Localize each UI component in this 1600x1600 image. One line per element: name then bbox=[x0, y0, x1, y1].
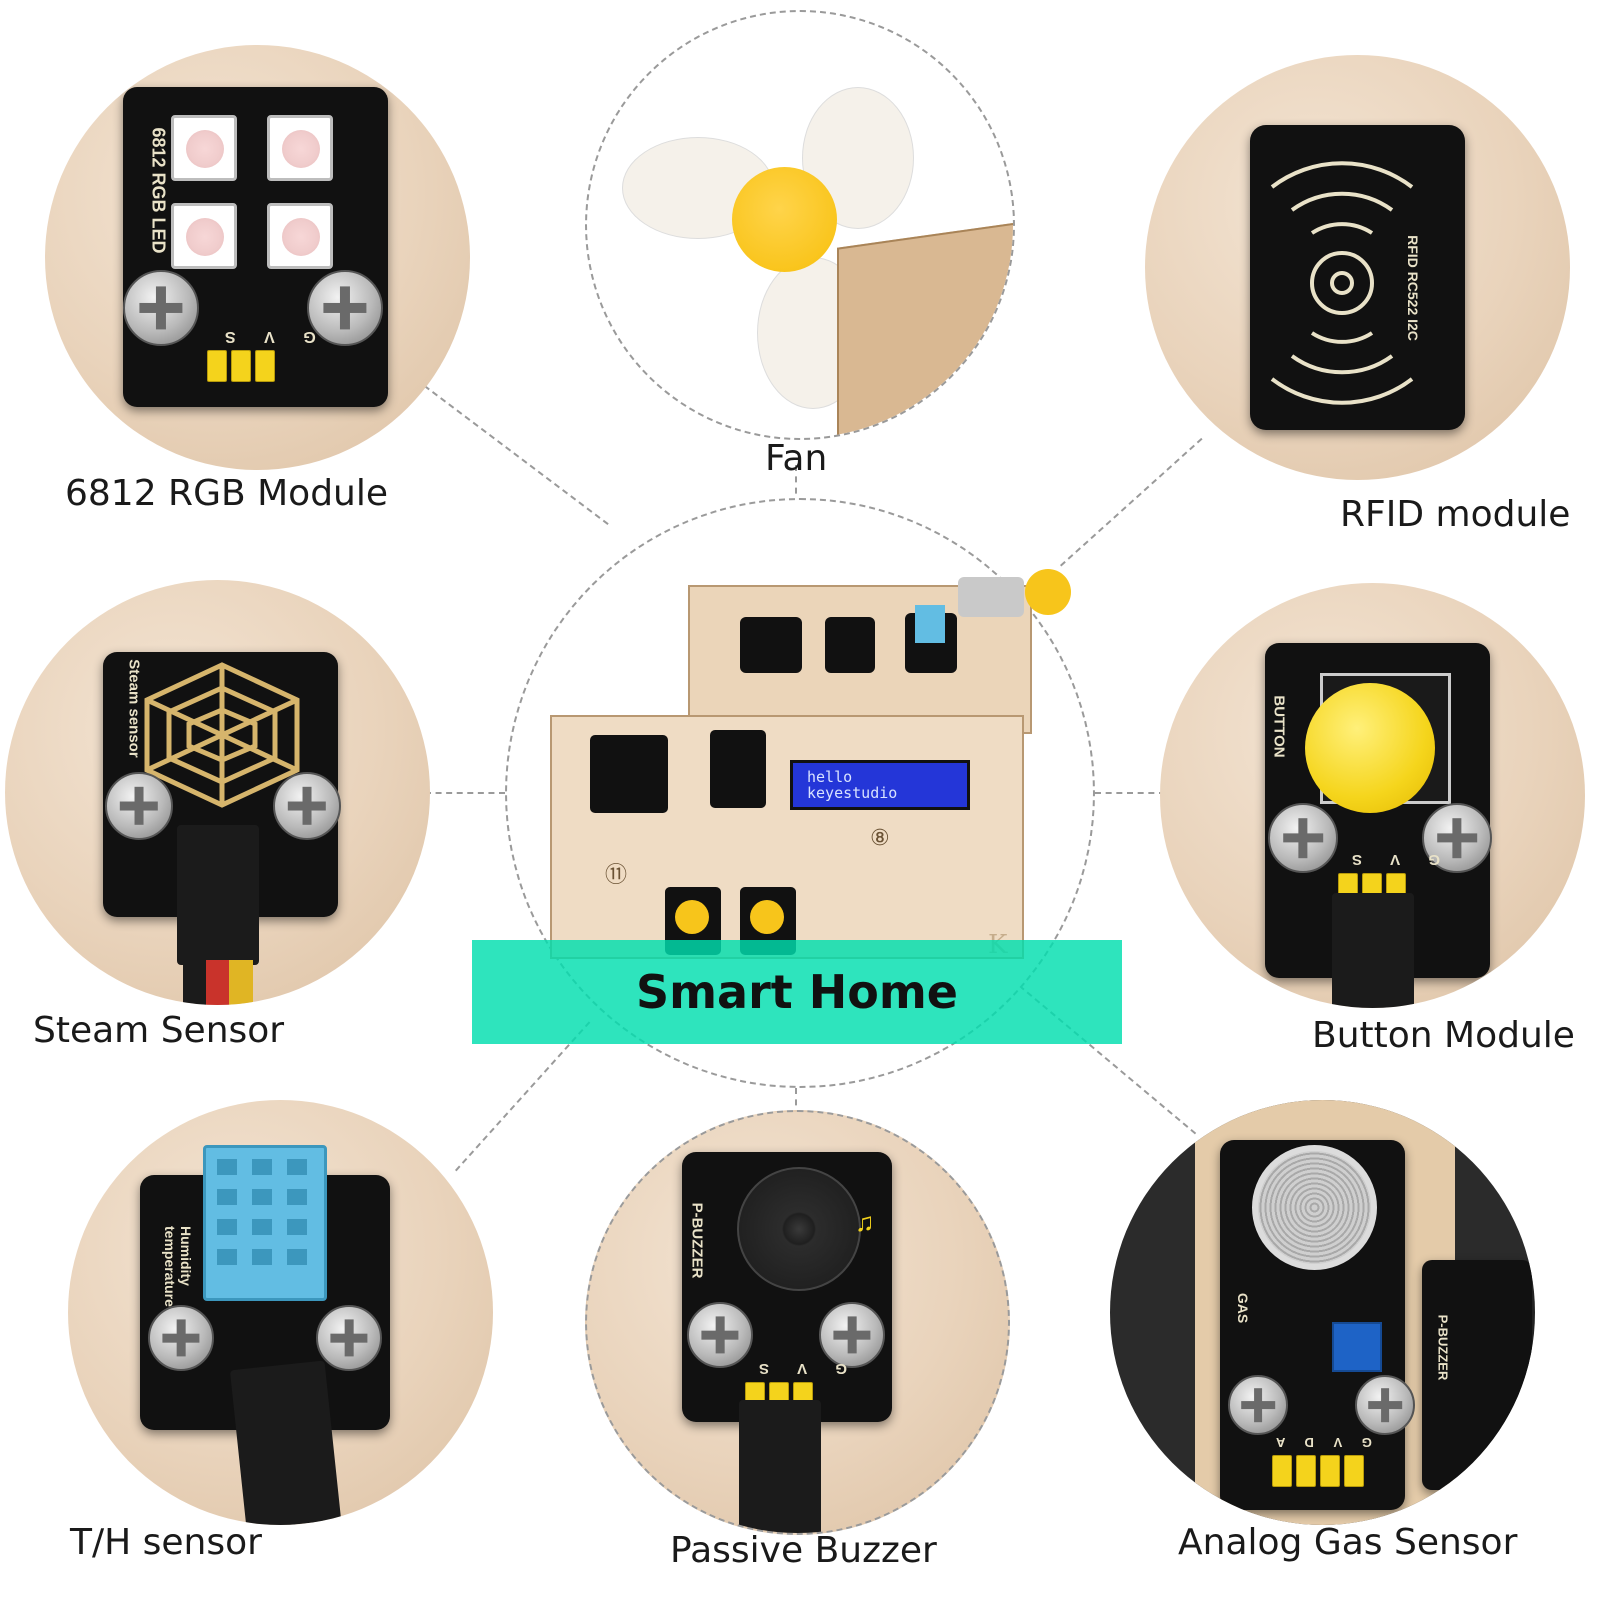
gas-sensor-mesh bbox=[1252, 1145, 1377, 1270]
rfid-silk-name: RFID RC522 I2C bbox=[1404, 235, 1421, 341]
rfid-mini-module bbox=[590, 735, 668, 813]
gas-neighbor-silk: P-BUZZER bbox=[1435, 1314, 1451, 1381]
rgb-module-circle: 6812 RGB LED G V S bbox=[45, 45, 470, 470]
steam-wires bbox=[183, 960, 253, 1005]
dht-mini-sensor bbox=[915, 605, 945, 643]
buzzer-circle: P-BUZZER ♫ G V S bbox=[585, 1110, 1010, 1535]
steam-screw-right bbox=[273, 772, 341, 840]
fan-circle bbox=[585, 10, 1015, 440]
connector-line-button bbox=[1095, 792, 1165, 794]
th-cable bbox=[229, 1360, 342, 1525]
buzzer-screw-right bbox=[819, 1302, 885, 1368]
gas-silk-pins: G V D A bbox=[1268, 1435, 1372, 1450]
button-module-circle: BUTTON G V S bbox=[1160, 583, 1585, 1008]
button-mini-1-cap bbox=[675, 900, 709, 934]
rfid-module-circle: RFID RC522 I2C bbox=[1145, 55, 1570, 480]
steam-web-icon bbox=[144, 662, 300, 808]
lcd-line-2: keyestudio bbox=[807, 784, 898, 802]
rgb-silk-pins: G V S bbox=[213, 328, 316, 345]
buzzer-silk-name: P-BUZZER bbox=[688, 1202, 706, 1279]
pir-mini-module bbox=[710, 730, 766, 808]
rgb-led-1 bbox=[171, 115, 237, 181]
fan-wood-panel bbox=[837, 216, 1013, 438]
music-note-icon: ♫ bbox=[855, 1207, 875, 1237]
banner-title: Smart Home bbox=[635, 965, 959, 1019]
fan-label: Fan bbox=[765, 438, 828, 479]
steam-silk-name: Steam sensor bbox=[125, 659, 143, 758]
button-silk-name: BUTTON bbox=[1270, 695, 1288, 758]
rgb-header-pins bbox=[207, 350, 275, 382]
gas-header-pins bbox=[1272, 1455, 1364, 1487]
gas-silk-name: GAS bbox=[1235, 1292, 1252, 1324]
steam-mini-module bbox=[740, 617, 802, 673]
house-illustration: hello keyestudio ⑪ ⑧ K bbox=[540, 569, 1071, 1015]
gas-potentiometer bbox=[1332, 1322, 1382, 1372]
steam-sensor-circle: Steam sensor bbox=[5, 580, 430, 1005]
steam-cable bbox=[177, 825, 259, 965]
button-module-label: Button Module bbox=[1312, 1015, 1575, 1056]
button-cap bbox=[1305, 683, 1435, 813]
gas-screw-left bbox=[1228, 1375, 1288, 1435]
dht-grille bbox=[217, 1159, 307, 1265]
th-screw-left bbox=[148, 1305, 214, 1371]
th-screw-right bbox=[316, 1305, 382, 1371]
lcd-display: hello keyestudio bbox=[790, 760, 970, 810]
buzzer-cable bbox=[739, 1400, 821, 1533]
gas-neighbor-board bbox=[1422, 1260, 1532, 1490]
rgb-led-4 bbox=[267, 203, 333, 269]
rgb-led-3 bbox=[171, 203, 237, 269]
gas-screw-right bbox=[1355, 1375, 1415, 1435]
steam-sensor-label: Steam Sensor bbox=[33, 1010, 285, 1051]
buzzer-label: Passive Buzzer bbox=[670, 1530, 937, 1571]
fan-mini-hub bbox=[1025, 569, 1071, 615]
rgb-led-2 bbox=[267, 115, 333, 181]
marker-11: ⑪ bbox=[605, 862, 628, 887]
rfid-antenna-icon bbox=[1270, 161, 1414, 405]
steam-screw-left bbox=[105, 772, 173, 840]
th-sensor-circle: Humidity temperature bbox=[68, 1100, 493, 1525]
fan-hub bbox=[732, 167, 837, 272]
buzzer-disc bbox=[737, 1167, 861, 1291]
buzzer-silk-pins: G V S bbox=[747, 1360, 848, 1377]
button-screw-right bbox=[1422, 803, 1492, 873]
connector-line-rgb bbox=[423, 385, 609, 526]
motor-fan-mini bbox=[958, 577, 1024, 617]
gas-sensor-label: Analog Gas Sensor bbox=[1178, 1522, 1518, 1563]
rgb-module-label: 6812 RGB Module bbox=[65, 473, 389, 514]
lcd-line-1: hello bbox=[807, 768, 853, 786]
rfid-module-label: RFID module bbox=[1340, 494, 1571, 535]
rgb-silk-name: 6812 RGB LED bbox=[148, 127, 169, 254]
led-mini-module bbox=[825, 617, 875, 673]
button-silk-pins: G V S bbox=[1340, 851, 1441, 868]
rgb-screw-left bbox=[123, 270, 199, 346]
connector-line-steam bbox=[425, 792, 505, 794]
th-sensor-label: T/H sensor bbox=[70, 1522, 262, 1563]
marker-8: ⑧ bbox=[870, 825, 890, 850]
smart-home-banner: Smart Home bbox=[472, 940, 1122, 1044]
connector-line-rfid bbox=[1060, 437, 1203, 567]
button-mini-2-cap bbox=[750, 900, 784, 934]
button-cable bbox=[1332, 893, 1414, 1008]
gas-sensor-circle: GAS G V D A P-BUZZER bbox=[1110, 1100, 1535, 1525]
buzzer-screw-left bbox=[687, 1302, 753, 1368]
rgb-screw-right bbox=[307, 270, 383, 346]
button-screw-left bbox=[1268, 803, 1338, 873]
